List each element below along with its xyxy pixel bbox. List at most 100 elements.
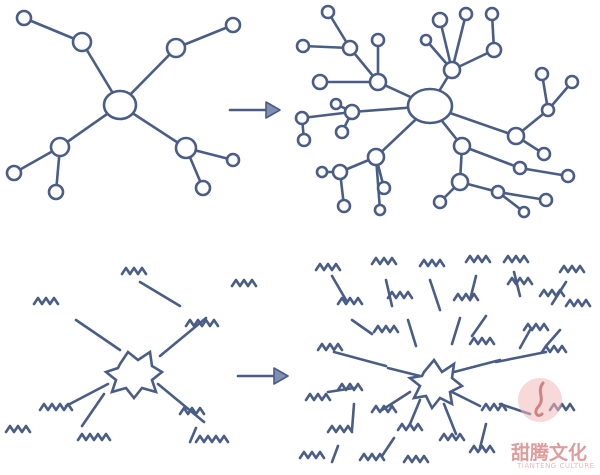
node	[432, 194, 448, 210]
squiggle-node	[194, 434, 230, 444]
node	[490, 184, 506, 200]
node	[341, 39, 359, 57]
node	[331, 163, 349, 181]
node	[538, 192, 554, 208]
complex-scribble-panel	[298, 254, 592, 464]
node	[506, 126, 526, 146]
hub-node	[103, 349, 165, 401]
squiggle-node	[326, 424, 354, 434]
squiggle-node	[502, 254, 530, 264]
node	[540, 102, 556, 118]
brush-stroke-mark	[534, 381, 545, 417]
complex-network-panel	[294, 4, 580, 219]
node	[370, 32, 386, 48]
node	[174, 136, 198, 160]
node	[295, 38, 311, 54]
watermark: 甜腾文化 TIANTENG CULTURE	[511, 378, 595, 470]
squiggle-node	[468, 444, 496, 454]
squiggle-node	[38, 402, 74, 412]
node	[336, 198, 352, 214]
node	[485, 41, 503, 59]
node	[225, 152, 241, 168]
squiggle-node	[336, 296, 364, 306]
node	[366, 147, 386, 167]
squiggle-node	[438, 432, 466, 442]
node	[419, 33, 433, 47]
node	[15, 9, 33, 27]
simple-scribble-panel	[4, 266, 258, 444]
node	[294, 110, 310, 126]
bottom-transition-arrow	[236, 367, 289, 385]
node	[194, 179, 212, 197]
node	[458, 6, 474, 22]
node	[536, 146, 552, 162]
node	[368, 72, 388, 92]
squiggle-node	[402, 454, 430, 464]
node	[315, 165, 329, 179]
squiggle-node	[468, 336, 496, 346]
squiggle-node	[314, 262, 342, 272]
squiggle-node	[358, 452, 386, 462]
node	[320, 4, 336, 20]
node	[5, 164, 23, 182]
simple-scribble-nodes	[4, 266, 258, 444]
squiggle-node	[370, 256, 398, 266]
node	[376, 180, 392, 196]
hub-node	[406, 87, 454, 125]
squiggle-node	[304, 392, 332, 402]
node	[442, 60, 462, 80]
squiggle-node	[372, 324, 400, 334]
complex-network-nodes	[294, 4, 580, 219]
squiggle-node	[452, 292, 480, 302]
squiggle-node	[506, 276, 534, 286]
node	[71, 31, 93, 53]
node	[450, 172, 470, 192]
node	[484, 6, 500, 22]
complex-scribble-edges	[326, 270, 568, 464]
complex-scribble-nodes	[298, 254, 592, 464]
node	[49, 136, 71, 158]
node	[334, 124, 350, 140]
watermark-subtext: TIANTENG CULTURE	[516, 462, 595, 470]
squiggle-node	[386, 290, 414, 300]
squiggle-node	[32, 296, 60, 306]
squiggle-node	[480, 402, 508, 412]
simple-network-nodes	[5, 9, 242, 201]
squiggle-node	[540, 344, 568, 354]
node	[47, 183, 65, 201]
hub-node	[102, 89, 138, 121]
node	[452, 136, 472, 156]
node	[311, 73, 329, 91]
node	[564, 74, 580, 90]
node	[431, 11, 449, 29]
simple-network-panel	[5, 9, 242, 201]
squiggle-node	[336, 382, 364, 392]
squiggle-node	[178, 406, 206, 416]
squiggle-node	[184, 318, 220, 328]
top-transition-arrow	[228, 101, 281, 119]
node	[165, 37, 187, 59]
node	[560, 168, 576, 184]
node	[534, 66, 550, 82]
squiggle-node	[370, 404, 398, 414]
node	[373, 203, 387, 217]
squiggle-node	[464, 254, 492, 264]
squiggle-node	[298, 450, 326, 460]
node	[343, 103, 361, 121]
node	[296, 132, 312, 148]
squiggle-node	[4, 424, 32, 434]
squiggle-node	[230, 278, 258, 288]
node	[329, 97, 343, 111]
squiggle-node	[522, 322, 550, 332]
simple-scribble-edges	[64, 280, 208, 444]
squiggle-node	[316, 342, 344, 352]
squiggle-node	[76, 432, 112, 442]
hub-node	[406, 357, 465, 411]
squiggle-node	[558, 264, 586, 274]
node	[512, 160, 528, 176]
squiggle-node	[538, 288, 566, 298]
node	[224, 16, 242, 34]
node	[517, 205, 531, 219]
watermark-text: 甜腾文化	[511, 441, 587, 464]
